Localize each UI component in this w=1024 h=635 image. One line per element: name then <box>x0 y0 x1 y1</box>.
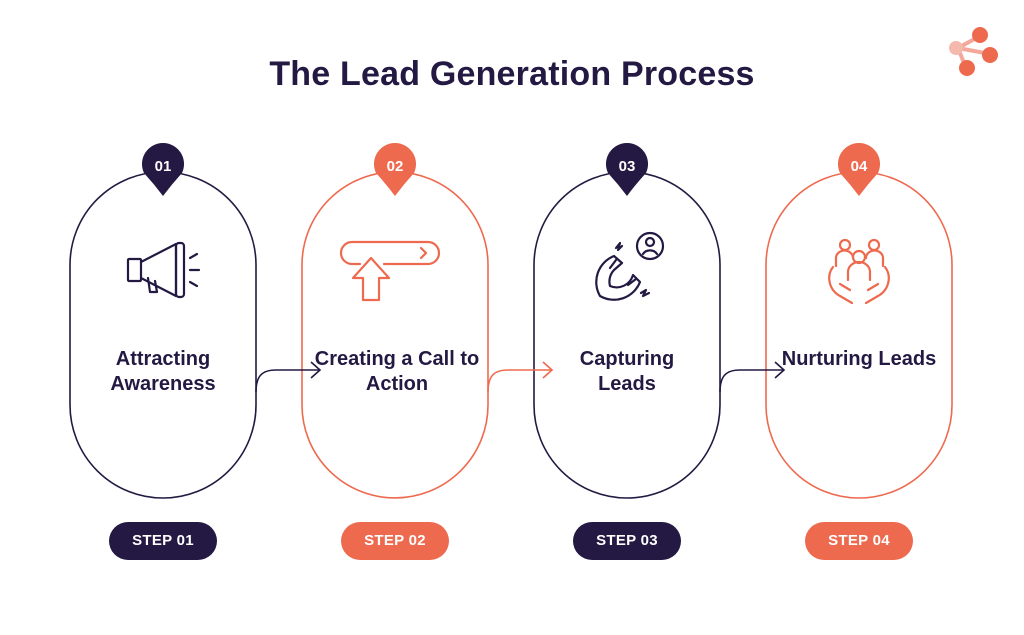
connector-3-to-4 <box>719 361 786 393</box>
magnet-user-icon <box>595 231 665 301</box>
step-03-number: 03 <box>618 158 636 175</box>
step-02-number: 02 <box>386 158 404 175</box>
connector-1-to-2 <box>255 361 322 393</box>
step-02-label: Creating a Call to Action <box>314 348 480 395</box>
step-04-badge: STEP 04 <box>805 522 913 560</box>
page-title: The Lead Generation Process <box>269 55 755 93</box>
step-01-label: Attracting Awareness <box>110 348 216 395</box>
step-03-pin <box>605 142 649 196</box>
step-02-badge: STEP 02 <box>341 522 449 560</box>
step-01-capsule <box>69 171 257 499</box>
step-01-badge: STEP 01 <box>109 522 217 560</box>
step-02-capsule <box>301 171 489 499</box>
step-04-pin <box>837 142 881 196</box>
step-04-label: Nurturing Leads <box>781 348 937 370</box>
cursor-click-icon <box>339 240 441 302</box>
step-01-number: 01 <box>154 158 172 175</box>
step-03-label: Capturing Leads <box>579 348 675 395</box>
step-03-badge: STEP 03 <box>573 522 681 560</box>
step-03-capsule <box>533 171 721 499</box>
step-01-pin <box>141 142 185 196</box>
megaphone-icon <box>126 241 201 299</box>
step-04-number: 04 <box>850 158 868 175</box>
brand-logo-icon <box>949 27 998 76</box>
step-04-capsule <box>765 171 953 499</box>
connector-2-to-3 <box>487 361 554 393</box>
hands-people-icon <box>828 238 890 305</box>
step-02-pin <box>373 142 417 196</box>
